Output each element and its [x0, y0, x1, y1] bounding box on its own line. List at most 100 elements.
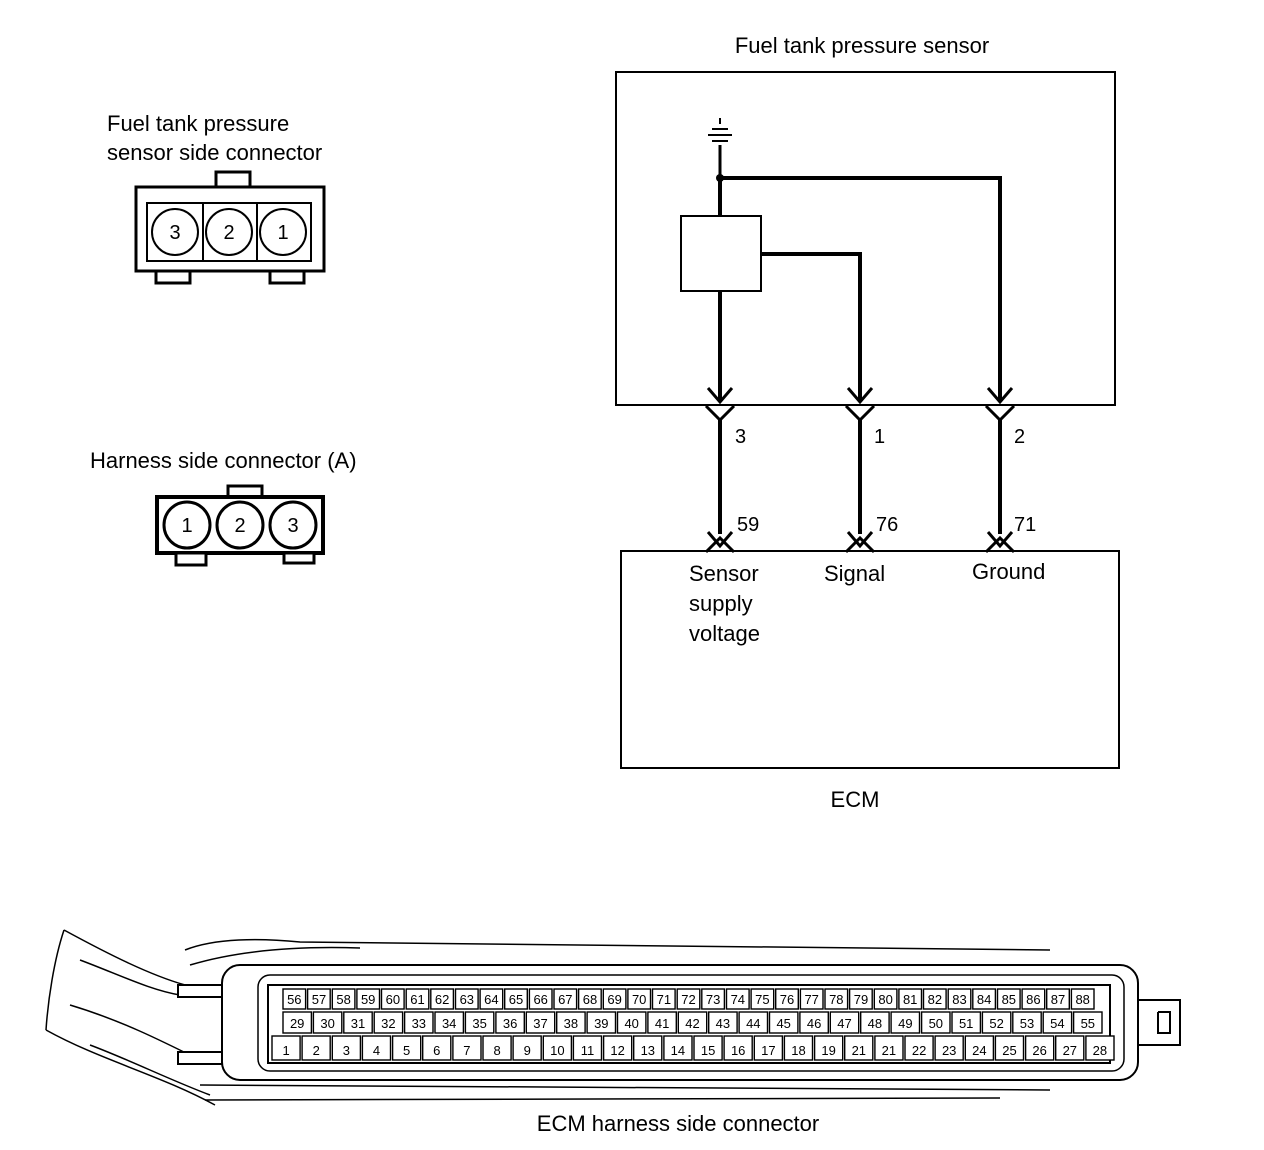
- ecm-pin-label: 58: [336, 992, 350, 1007]
- schematic: Fuel tank pressure sensor 3 1 2: [615, 33, 1120, 812]
- ecm-pin-label: 49: [898, 1016, 912, 1031]
- ecm-pin-cell: [934, 1035, 964, 1061]
- ecm-pin-label: 12: [610, 1043, 624, 1058]
- ecm-pin-cell: [1021, 988, 1046, 1010]
- ecm-pin-cell: [1085, 1035, 1115, 1061]
- ecm-pin-cell: [572, 1035, 603, 1061]
- ecm-pin-label: 22: [912, 1043, 926, 1058]
- ecm-pin-label: 50: [929, 1016, 943, 1031]
- pin-socket: [259, 208, 307, 256]
- ecm-pin-label: 87: [1051, 992, 1065, 1007]
- ecm-pin-cell: [920, 1011, 951, 1034]
- ecm-pin-cell: [947, 988, 972, 1010]
- ecm-pin-label: 44: [746, 1016, 760, 1031]
- ecm-pin-label: 37: [533, 1016, 547, 1031]
- ecm-pin-cell: [422, 1035, 452, 1061]
- ecm-pin-cell: [633, 1035, 663, 1061]
- ecm-pin-label: 46: [807, 1016, 821, 1031]
- ecm-pin-cell: [312, 1011, 343, 1034]
- ecm-pin-label: 33: [412, 1016, 426, 1031]
- ecm-pin-label: 42: [685, 1016, 699, 1031]
- pin-label: 1: [277, 222, 288, 244]
- ecm-pin-label: 68: [583, 992, 597, 1007]
- pin-label: 3: [287, 515, 298, 537]
- sensor-pin-label: 2: [1014, 426, 1025, 448]
- ecm-pin-cell: [282, 988, 307, 1010]
- signal-wire: [761, 252, 862, 400]
- ecm-pin-cell: [824, 988, 849, 1010]
- pin-label: 2: [234, 515, 245, 537]
- ecm-pin-cell: [306, 988, 331, 1010]
- ecm-pin-label: 66: [533, 992, 547, 1007]
- ecm-pin-cell: [464, 1011, 495, 1034]
- sensor-title: Fuel tank pressure sensor: [735, 33, 989, 58]
- ecm-pin-label: 63: [460, 992, 474, 1007]
- ground-label: Ground: [972, 559, 1045, 584]
- ecm-pin-label: 85: [1002, 992, 1016, 1007]
- ecm-pin-cell: [799, 988, 824, 1010]
- ecm-pin-cell: [282, 1011, 313, 1034]
- ecm-pin-cell: [556, 1011, 586, 1034]
- ground-icon: [708, 118, 732, 142]
- ecm-pin-label: 23: [942, 1043, 956, 1058]
- ecm-pin-cell: [1070, 988, 1095, 1010]
- ecm-pin-label: 14: [671, 1043, 685, 1058]
- ecm-pin-label: 78: [829, 992, 843, 1007]
- ecm-pin-label: 54: [1050, 1016, 1064, 1031]
- ecm-pin-label: 15: [701, 1043, 715, 1058]
- pin-socket: [215, 500, 265, 550]
- ecm-pin-label: 81: [903, 992, 917, 1007]
- ecm-pin-label: 76: [876, 514, 898, 536]
- ecm-pin-label: 1: [282, 1043, 289, 1058]
- wire-bundle: [45, 929, 1051, 1106]
- ecm-pin-label: 32: [381, 1016, 395, 1031]
- ecm-pin-label: 52: [989, 1016, 1003, 1031]
- ecm-pin-label: 11: [581, 1043, 595, 1058]
- ecm-pin-cell: [479, 988, 504, 1010]
- supply-label-line1: Sensor: [689, 561, 759, 586]
- ecm-pin-cell: [301, 1035, 331, 1061]
- ecm-pin-cell: [405, 988, 430, 1010]
- ecm-pin-cell: [951, 1011, 982, 1034]
- ecm-pin-cell: [708, 1011, 738, 1034]
- ecm-pin-cell: [454, 988, 479, 1010]
- ecm-pin-label: 4: [373, 1043, 380, 1058]
- ecm-pin-cell: [602, 1035, 633, 1061]
- ecm-pin-cell: [1012, 1011, 1042, 1034]
- sensor-side-connector: Fuel tank pressure sensor side connector…: [107, 111, 326, 285]
- ecm-pin-cell: [271, 1035, 301, 1061]
- ecm-pin-cell: [898, 988, 923, 1010]
- ecm-pin-cell: [586, 1011, 617, 1034]
- ecm-pin-label: 60: [386, 992, 400, 1007]
- ecm-pin-cell: [627, 988, 652, 1010]
- ecm-pin-label: 31: [351, 1016, 365, 1031]
- ecm-pin-cell: [452, 1035, 482, 1061]
- ecm-pin-label: 84: [977, 992, 991, 1007]
- ecm-pin-cell: [356, 988, 381, 1010]
- ecm-pin-label: 57: [312, 992, 326, 1007]
- ecm-pin-cell: [434, 1011, 465, 1034]
- ecm-pin-cell: [738, 1011, 769, 1034]
- sensor-pin-label: 3: [735, 426, 746, 448]
- ecm-pin-cell: [677, 1011, 708, 1034]
- ecm-pin-label: 48: [868, 1016, 882, 1031]
- ecm-pin-cell: [331, 988, 356, 1010]
- ecm-pin-label: 17: [761, 1043, 775, 1058]
- pin-socket: [162, 500, 212, 550]
- ecm-box: [620, 550, 1120, 769]
- ecm-pin-label: 59: [737, 514, 759, 536]
- ecm-pin-label: 6: [433, 1043, 440, 1058]
- ecm-pin-label: 64: [484, 992, 498, 1007]
- ecm-pin-cell: [602, 988, 627, 1010]
- ecm-pin-label: 65: [509, 992, 523, 1007]
- ecm-pin-cell: [996, 988, 1021, 1010]
- ecm-pin-cell: [331, 1035, 362, 1061]
- ecm-pin-label: 10: [550, 1043, 564, 1058]
- ecm-pin-cell: [799, 1011, 830, 1034]
- sensor-pin-label: 1: [874, 426, 885, 448]
- ecm-pin-cell: [495, 1011, 525, 1034]
- ecm-pin-label: 7: [463, 1043, 470, 1058]
- ecm-pin-cell: [922, 988, 947, 1010]
- ecm-pin-label: 29: [290, 1016, 304, 1031]
